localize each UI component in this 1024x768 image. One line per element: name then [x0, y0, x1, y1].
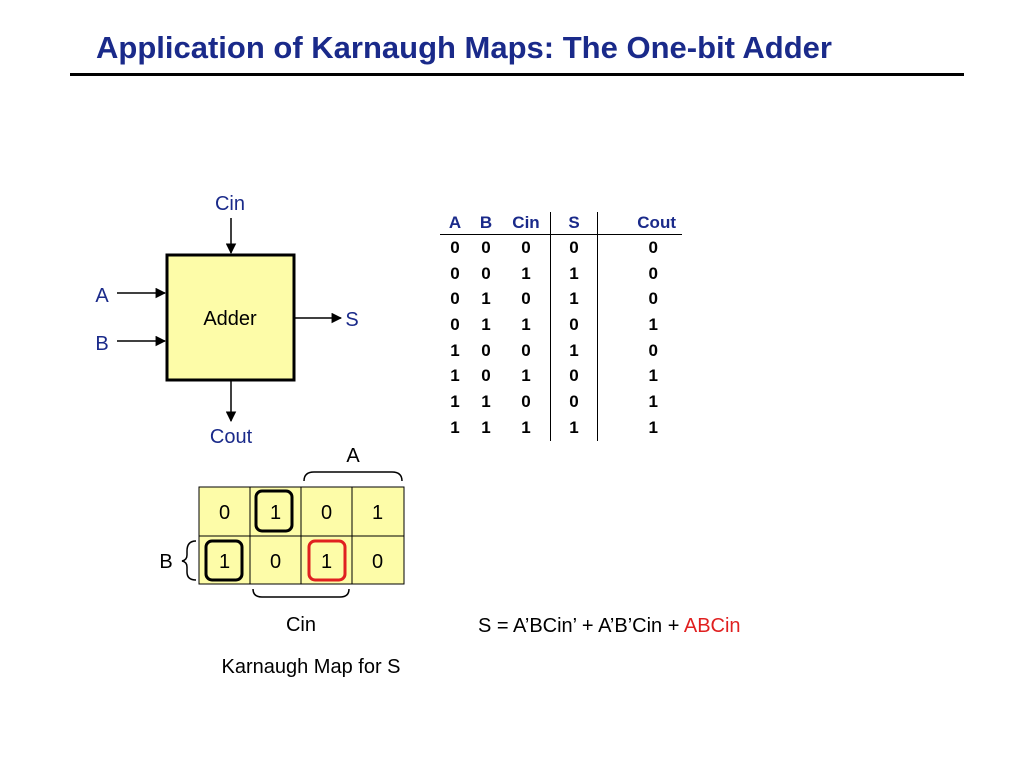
table-cell: 0: [481, 340, 491, 360]
cout-label: Cout: [210, 426, 253, 448]
kmap-cell: 1: [219, 551, 230, 573]
table-cell: 0: [450, 314, 460, 334]
table-cell: 1: [521, 314, 531, 334]
header-s: S: [550, 212, 598, 235]
table-cell: 1: [521, 417, 531, 437]
page-title: Application of Karnaugh Maps: The One-bi…: [96, 30, 832, 65]
truth-table-header: A B Cin S Cout: [440, 212, 682, 235]
cin-label: Cin: [215, 193, 245, 215]
kmap-cell: 0: [219, 502, 230, 524]
kmap-cell: 0: [321, 502, 332, 524]
kmap-cell: 1: [372, 502, 383, 524]
table-cell: 1: [481, 417, 491, 437]
table-cell: 0: [481, 237, 491, 257]
table-row: 1 1 1 1 1: [440, 414, 682, 441]
table-cell: 1: [521, 366, 531, 386]
table-row: 0 1 1 0 1: [440, 312, 682, 338]
table-cell: 1: [550, 337, 598, 364]
kmap-group-box-highlight: [307, 539, 347, 582]
table-cell: 1: [450, 391, 460, 411]
table-cell: 0: [597, 260, 682, 287]
table-cell: 0: [521, 340, 531, 360]
table-row: 0 0 0 0 0: [440, 234, 682, 261]
table-cell: 1: [481, 391, 491, 411]
kmap-label-b: B: [159, 551, 172, 573]
kmap-cell: 1: [321, 551, 332, 573]
table-cell: 0: [521, 289, 531, 309]
kmap-brace-cin: [252, 588, 350, 598]
table-cell: 0: [550, 389, 598, 415]
title-underline: [70, 73, 964, 76]
kmap-cell: 0: [270, 551, 281, 573]
table-cell: 1: [450, 340, 460, 360]
kmap-caption: Karnaugh Map for S: [222, 656, 401, 678]
table-cell: 1: [597, 363, 682, 390]
table-row: 1 0 1 0 1: [440, 363, 682, 390]
table-cell: 1: [521, 263, 531, 283]
table-cell: 1: [550, 260, 598, 287]
table-cell: 0: [597, 234, 682, 261]
table-cell: 0: [450, 237, 460, 257]
table-cell: 0: [481, 263, 491, 283]
sum-equation-text: S = A’BCin’ + A’B’Cin +: [478, 615, 684, 637]
sum-equation: S = A’BCin’ + A’B’Cin + ABCin: [478, 615, 741, 638]
table-row: 1 1 0 0 1: [440, 389, 682, 415]
table-cell: 1: [597, 312, 682, 338]
table-cell: 0: [521, 237, 531, 257]
table-cell: 1: [550, 414, 598, 441]
table-cell: 0: [550, 363, 598, 390]
table-cell: 1: [450, 417, 460, 437]
kmap-brace-a: [303, 471, 403, 482]
kmap-label-a: A: [346, 445, 360, 467]
kmap-group-box: [254, 489, 294, 533]
adder-block: [165, 253, 296, 382]
header-b: B: [470, 212, 502, 235]
table-cell: 1: [597, 389, 682, 415]
input-a-label: A: [95, 285, 109, 307]
table-cell: 0: [597, 286, 682, 313]
karnaugh-map: 0 1 0 1 1 0 1 0 A B Cin Karnaugh Map for…: [159, 445, 405, 678]
header-cout: Cout: [597, 212, 682, 235]
table-cell: 1: [481, 289, 491, 309]
table-row: 0 0 1 1 0: [440, 260, 682, 287]
table-row: 0 1 0 1 0: [440, 286, 682, 313]
header-a: A: [440, 212, 470, 235]
input-b-label: B: [95, 333, 108, 355]
truth-table: A B Cin S Cout 0 0 0 0 0 0 0 1 1 0 0 1 0…: [440, 212, 682, 441]
table-cell: 1: [550, 286, 598, 313]
table-row: 1 0 0 1 0: [440, 337, 682, 364]
table-cell: 0: [521, 391, 531, 411]
table-cell: 0: [450, 263, 460, 283]
sum-equation-highlight: ABCin: [683, 615, 741, 637]
table-cell: 0: [597, 337, 682, 364]
output-s-label: S: [345, 309, 358, 331]
table-cell: 1: [450, 366, 460, 386]
table-cell: 1: [481, 314, 491, 334]
table-cell: 0: [481, 366, 491, 386]
kmap-cell: 1: [270, 502, 281, 524]
kmap-cell: 0: [372, 551, 383, 573]
table-cell: 0: [550, 234, 598, 261]
table-cell: 1: [597, 414, 682, 441]
table-cell: 0: [450, 289, 460, 309]
kmap-label-cin: Cin: [286, 614, 316, 636]
table-cell: 0: [550, 312, 598, 338]
adder-label: Adder: [203, 308, 257, 330]
kmap-group-box: [204, 539, 244, 582]
header-cin: Cin: [502, 212, 551, 235]
kmap-brace-b: [181, 540, 197, 581]
